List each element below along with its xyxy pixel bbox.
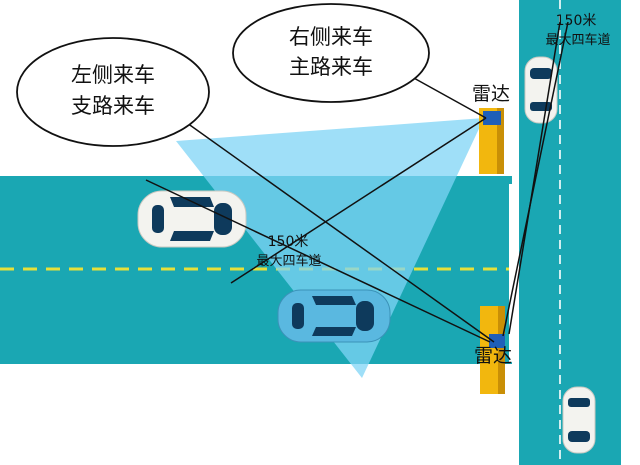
branch-range-distance: 150米 xyxy=(268,234,309,250)
callout-right-line2: 主路来车 xyxy=(289,55,373,79)
radar-label-bottom: 雷达 xyxy=(474,345,512,367)
car-blue-branch xyxy=(277,289,391,343)
callout-left-line1: 左侧来车 xyxy=(71,63,155,87)
radar-post-bottom-shade xyxy=(498,306,505,394)
car-white-main-top xyxy=(524,56,558,124)
radar-coverage-area xyxy=(176,118,484,378)
main-range-lanes: 最大四车道 xyxy=(545,32,610,48)
car-white-main-bottom xyxy=(562,386,596,454)
radar-post-top-shade xyxy=(497,108,504,174)
callout-right-line1: 右侧来车 xyxy=(289,25,373,49)
main-range-distance: 150米 xyxy=(556,13,597,29)
callout-right: 右侧来车 主路来车 xyxy=(232,3,430,103)
main-range-line-2 xyxy=(502,21,569,337)
branch-range-line-1 xyxy=(145,179,491,343)
callout-pointer-left xyxy=(179,117,495,343)
branch-range-lanes: 最大四车道 xyxy=(256,253,321,269)
main-range-line-1 xyxy=(508,21,561,335)
branch-range-line-2 xyxy=(230,117,487,284)
callout-left: 左侧来车 支路来车 xyxy=(16,37,210,147)
radar-label-top: 雷达 xyxy=(472,83,510,105)
callout-pointer-right xyxy=(411,76,487,119)
radar-post-bottom xyxy=(480,306,502,394)
callout-left-line2: 支路来车 xyxy=(71,94,155,118)
radar-unit-top xyxy=(483,111,501,125)
radar-unit-bottom xyxy=(489,334,505,348)
